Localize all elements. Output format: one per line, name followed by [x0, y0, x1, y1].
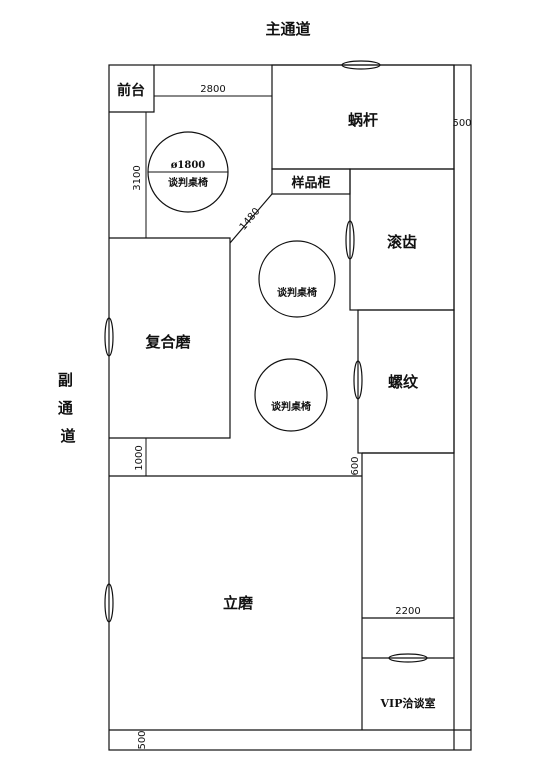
door-vertical-grinding: [104, 583, 114, 623]
round-table-low: [254, 358, 328, 432]
hobbing-label: 滚齿: [387, 233, 417, 251]
door-composite: [104, 317, 114, 357]
vertical-grinding-label: 立磨: [223, 594, 254, 612]
composite-grinding-label: 复合磨: [144, 333, 191, 351]
door-thread: [353, 360, 363, 400]
round-table-diameter: ø1800: [171, 160, 206, 171]
round-table-mid: [258, 240, 336, 318]
door-worm: [341, 60, 381, 70]
round-table-low-label: 谈判桌椅: [271, 400, 311, 413]
thread-label: 螺纹: [388, 373, 419, 391]
side-passage-label: 副 通 道: [58, 371, 78, 445]
dim-2800: 2800: [200, 84, 225, 95]
door-vip: [388, 653, 428, 663]
dim-1480: 1480: [238, 206, 263, 233]
reception-label: 前台: [117, 82, 145, 99]
vip-label: VIP洽谈室: [380, 696, 436, 710]
dim-1000: 1000: [134, 445, 145, 470]
dim-500-right: 500: [452, 118, 471, 129]
sample-cabinet-label: 样品柜: [291, 175, 330, 191]
dim-500-bottom: 500: [137, 730, 148, 749]
reception-wall: [109, 65, 155, 113]
door-hobbing: [345, 220, 355, 260]
side-passage-char-3: 道: [60, 427, 75, 445]
side-passage-char-2: 通: [58, 399, 73, 417]
diagonal-wall: [229, 193, 273, 244]
dim-600: 600: [350, 456, 361, 475]
composite-grinding-room: [109, 237, 231, 439]
dim-2200: 2200: [395, 606, 420, 617]
dim-3100: 3100: [132, 165, 143, 190]
side-passage-char-1: 副: [58, 371, 73, 389]
main-passage-label: 主通道: [265, 20, 310, 38]
worm-label: 蜗杆: [348, 111, 378, 129]
round-table-large-label: 谈判桌椅: [168, 176, 208, 189]
round-table-mid-label: 谈判桌椅: [277, 286, 317, 299]
